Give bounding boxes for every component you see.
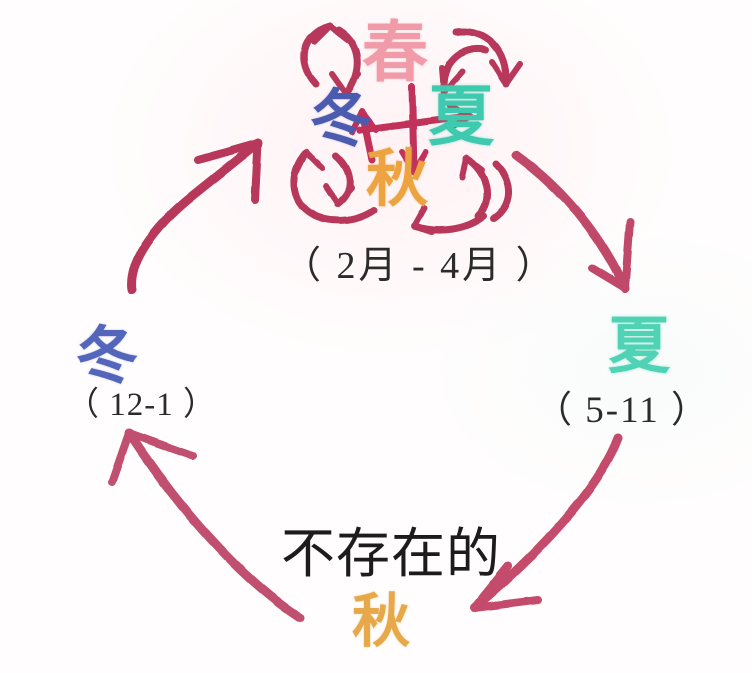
summer-month-range: （ 5-11 ） <box>535 390 710 431</box>
cluster-label-winter: 冬 <box>310 82 373 155</box>
winter-month-range: （ 12-1 ） <box>66 387 217 423</box>
arrow-winter-to-cluster <box>127 138 263 295</box>
center-season-cluster: 春 冬 夏 秋 <box>288 12 528 232</box>
arrow-autumn-to-winter <box>108 428 305 623</box>
node-label-summer: 夏 <box>608 309 671 382</box>
cluster-month-range: （ 2月 - 4月 ） <box>283 245 557 287</box>
cluster-label-spring: 春 <box>362 14 428 91</box>
node-label-winter: 冬 <box>76 319 139 392</box>
node-label-autumn: 秋 <box>352 587 411 655</box>
autumn-nonexistent-note: 不存在的 <box>281 522 501 585</box>
cluster-label-autumn: 秋 <box>366 142 429 215</box>
cluster-label-summer: 夏 <box>428 78 494 155</box>
